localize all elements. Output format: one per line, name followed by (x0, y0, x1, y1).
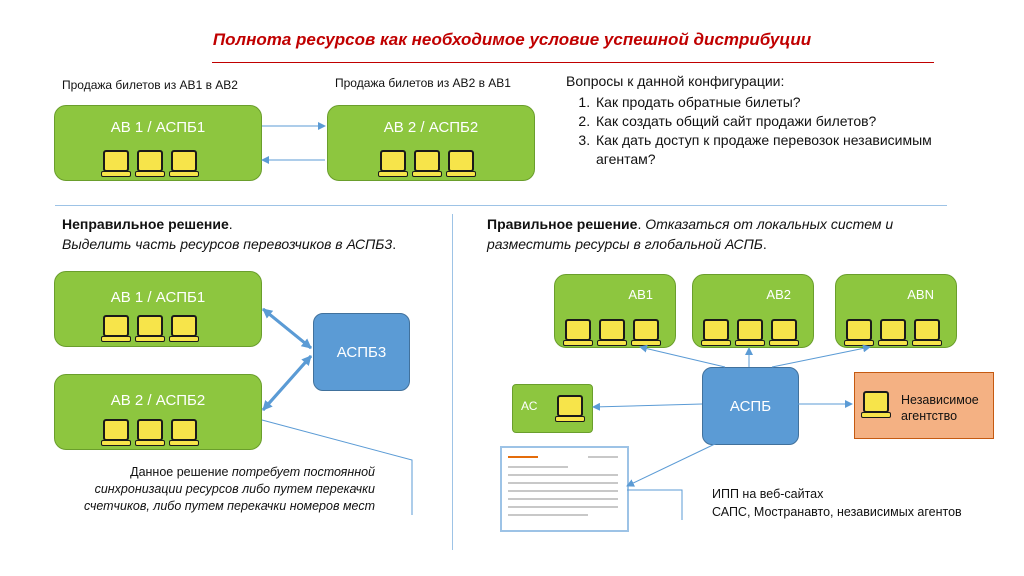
arrow-hub-to-ac (592, 402, 703, 411)
monitor-icon (378, 150, 408, 177)
arrow-hub-to-av1 (639, 344, 726, 368)
question-item: Как создать общий сайт продажи билетов? (594, 112, 966, 131)
box-av1: АВ1 (554, 274, 676, 348)
ipp-line1: ИПП на веб-сайтах (712, 487, 824, 501)
monitor-icon (563, 319, 593, 346)
monitor-icon (735, 319, 765, 346)
ipp-line2: САПС, Мостранавто, независимых агентов (712, 505, 962, 519)
monitor-group (844, 319, 942, 346)
callout-line-ipp (627, 489, 683, 520)
monitor-icon (597, 319, 627, 346)
arrow-hub-to-web (626, 442, 718, 487)
label-sales-ab2-ab1: Продажа билетов из АВ2 в АВ1 (335, 76, 511, 90)
wrong-solution-desc-dot: . (392, 236, 397, 252)
box-av2-label: АВ2 (766, 287, 791, 302)
box-av2: АВ2 (692, 274, 814, 348)
box-ab1-aspb1-top: АВ 1 / АСПБ1 (54, 105, 262, 181)
box-ab1-aspb1-wrong-label: АВ 1 / АСПБ1 (110, 289, 206, 306)
box-avn: ABN (835, 274, 957, 348)
section-divider-horizontal (55, 205, 947, 206)
wrong-solution-heading: Неправильное решение (62, 216, 229, 232)
monitor-group (101, 419, 199, 446)
note-line1-b: потребует постоянной (231, 465, 375, 479)
wrong-solution-desc: Выделить часть ресурсов перевозчиков в А… (62, 236, 393, 252)
right-solution-desc2: разместить ресурсы в глобальной АСПБ (487, 236, 763, 252)
callout-line-note (261, 419, 413, 515)
ipp-description: ИПП на веб-сайтах САПС, Мостранавто, нез… (712, 485, 1012, 521)
title-underline (212, 62, 934, 63)
box-ab1-aspb1-top-label: АВ 1 / АСПБ1 (110, 119, 206, 136)
monitor-icon (555, 395, 585, 422)
monitor-icon (912, 319, 942, 346)
box-ab2-aspb2-top-label: АВ 2 / АСПБ2 (383, 119, 479, 136)
hub-aspb: АСПБ (702, 367, 799, 445)
monitor-group (701, 319, 799, 346)
monitor-icon (446, 150, 476, 177)
question-item: Как дать доступ к продаже перевозок неза… (594, 131, 966, 169)
box-ab2-aspb2-wrong: АВ 2 / АСПБ2 (54, 374, 262, 450)
monitor-icon (135, 315, 165, 342)
monitor-icon (169, 419, 199, 446)
monitor-icon (631, 319, 661, 346)
box-avn-label: ABN (907, 287, 934, 302)
right-solution-heading: Правильное решение (487, 216, 638, 232)
box-independent-agency: Независимое агентство (854, 372, 994, 439)
web-page-thumbnail (500, 446, 629, 532)
questions-block: Вопросы к данной конфигурации: Как прода… (566, 72, 966, 169)
monitor-icon (101, 419, 131, 446)
box-av1-label: АВ1 (628, 287, 653, 302)
note-line1-a: Данное решение (130, 465, 232, 479)
wrong-solution-heading-dot: . (228, 216, 233, 232)
label-sales-ab1-ab2: Продажа билетов из АВ1 в АВ2 (62, 78, 238, 92)
hub-aspb3: АСПБ3 (313, 313, 410, 391)
box-ab2-aspb2-top: АВ 2 / АСПБ2 (327, 105, 535, 181)
monitor-icon (412, 150, 442, 177)
page-title: Полнота ресурсов как необходимое условие… (212, 30, 812, 49)
box-ab1-aspb1-wrong: АВ 1 / АСПБ1 (54, 271, 262, 347)
question-item: Как продать обратные билеты? (594, 93, 966, 112)
agency-label: Независимое агентство (901, 393, 979, 423)
note-line3: счетчиков, либо путем перекачки номеров … (84, 499, 375, 513)
right-solution-text: Правильное решение. Отказаться от локаль… (487, 214, 957, 254)
monitor-icon (135, 150, 165, 177)
monitor-group (378, 150, 476, 177)
monitor-icon (844, 319, 874, 346)
monitor-icon (135, 419, 165, 446)
wrong-solution-note: Данное решение потребует постоянной синх… (20, 464, 375, 515)
monitor-group (563, 319, 661, 346)
arrow-hub-to-avn (771, 344, 871, 368)
box-ac: АС (512, 384, 593, 433)
right-solution-heading-dot: . (637, 216, 646, 232)
section-divider-vertical (452, 214, 453, 550)
monitor-icon (769, 319, 799, 346)
monitor-icon (861, 391, 891, 418)
arrow-ab1-to-aspb3 (262, 307, 312, 350)
wrong-solution-text: Неправильное решение. Выделить часть рес… (62, 214, 452, 254)
right-solution-desc1: Отказаться от локальных систем и (645, 216, 894, 232)
box-ab2-aspb2-wrong-label: АВ 2 / АСПБ2 (110, 392, 206, 409)
monitor-group (101, 150, 199, 177)
monitor-icon (701, 319, 731, 346)
monitor-icon (101, 150, 131, 177)
questions-heading: Вопросы к данной конфигурации: (566, 73, 785, 89)
box-ac-label: АС (521, 399, 538, 413)
monitor-icon (878, 319, 908, 346)
monitor-icon (169, 315, 199, 342)
questions-list: Как продать обратные билеты? Как создать… (566, 93, 966, 169)
arrow-ab2-to-aspb3 (261, 355, 313, 411)
monitor-icon (169, 150, 199, 177)
monitor-group (101, 315, 199, 342)
right-solution-desc-dot: . (762, 236, 767, 252)
note-line2: синхронизации ресурсов либо путем перека… (94, 482, 375, 496)
monitor-icon (101, 315, 131, 342)
